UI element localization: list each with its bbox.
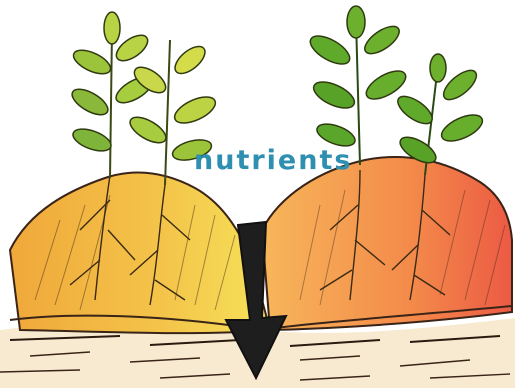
right-soil-mound bbox=[262, 157, 512, 330]
left-soil-mound bbox=[10, 173, 270, 334]
nutrients-label: nutrients bbox=[194, 145, 352, 176]
